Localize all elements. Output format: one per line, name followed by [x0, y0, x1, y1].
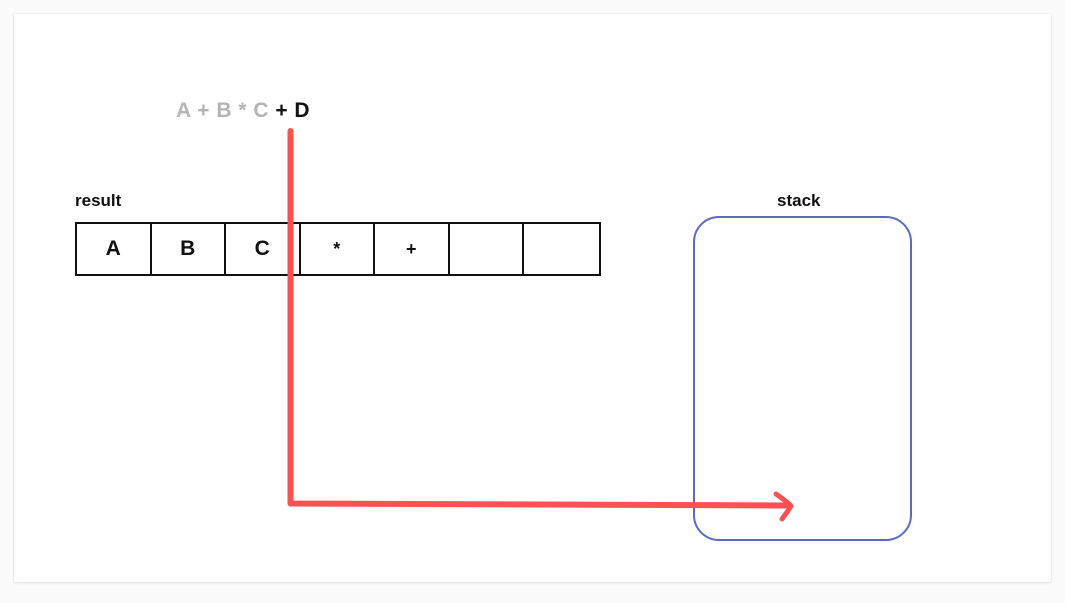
- expression-remaining: + D: [269, 99, 311, 122]
- result-label: result: [75, 191, 122, 210]
- result-array: A B C * +: [75, 222, 601, 276]
- result-cell: [524, 224, 599, 274]
- result-cell: C: [226, 224, 301, 274]
- result-cell: A: [77, 224, 152, 274]
- expression-line: A + B * C + D: [176, 99, 310, 123]
- stack-label: stack: [777, 191, 821, 210]
- result-cell: B: [152, 224, 226, 274]
- result-cell: +: [375, 224, 450, 274]
- result-cell: *: [301, 224, 375, 274]
- result-cell: [450, 224, 524, 274]
- stack-container: [693, 216, 912, 541]
- expression-processed: A + B * C: [176, 99, 269, 122]
